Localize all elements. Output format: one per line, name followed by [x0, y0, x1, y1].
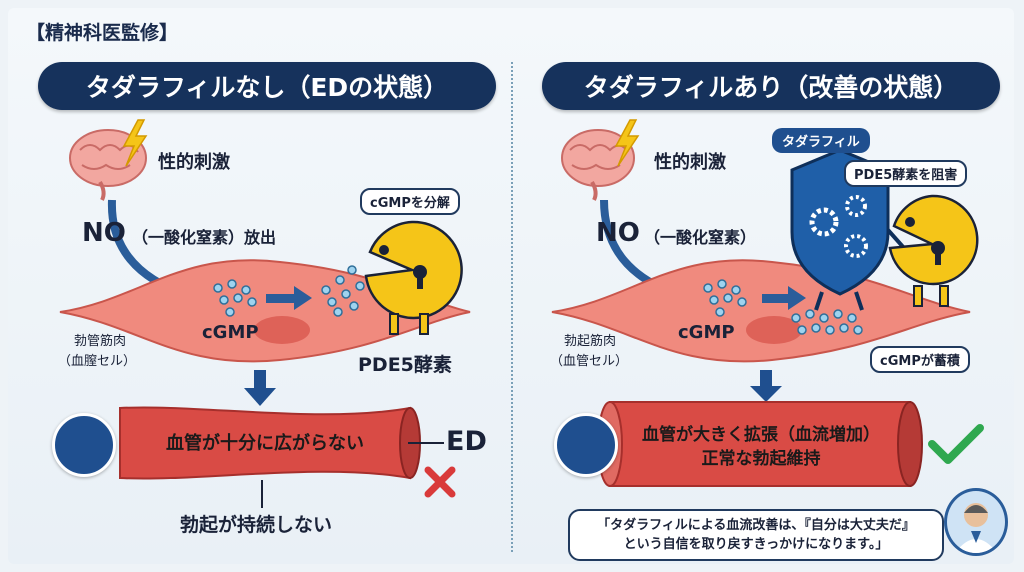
panel-without-tadalafil: タダラフィルなし（EDの状態）	[38, 62, 496, 536]
right-no-sub: （一酸化窒素）	[644, 228, 757, 247]
left-muscle-label-1: 勃管筋肉	[74, 334, 127, 349]
cgmp-dots	[703, 279, 747, 317]
erection-status-icon	[52, 413, 116, 477]
left-diagram	[59, 119, 471, 508]
left-stimulus-label: 性的刺激	[158, 152, 230, 173]
panel-divider	[511, 62, 513, 552]
right-title: タダラフィルあり（改善の状態）	[542, 62, 1000, 110]
left-pde5-label: PDE5酵素	[358, 354, 452, 376]
left-vessel-text: 血管が十分に広がらない	[166, 433, 364, 454]
right-muscle-label-1: 勃起筋肉	[564, 334, 617, 349]
left-callout-break: cGMPを分解	[360, 188, 460, 215]
right-muscle-label-2: （血管セル）	[550, 354, 629, 369]
accumulated-cgmp-dots	[791, 309, 863, 335]
left-cgmp-label: cGMP	[202, 322, 259, 343]
doctor-quote: 「タダラフィルによる血流改善は、『自分は大丈夫だ』 という自信を取り戻すきっかけ…	[568, 509, 944, 561]
right-stimulus-label: 性的刺激	[654, 152, 726, 173]
supervision-label: 【精神科医監修】	[26, 22, 179, 44]
right-vessel-text-1: 血管が大きく拡張（血流増加）	[642, 425, 880, 445]
quote-line-2: という自信を取り戻すきっかけになります。」	[623, 537, 889, 552]
left-muscle-label-2: （血膣セル）	[58, 354, 137, 369]
doctor-portrait-icon	[955, 503, 997, 553]
left-title: タダラフィルなし（EDの状態）	[38, 62, 496, 110]
tadalafil-tag: タダラフィル	[772, 128, 870, 153]
right-no-main: NO	[596, 218, 640, 248]
right-cgmp-label: cGMP	[678, 322, 735, 343]
left-outcome: 勃起が持続しない	[180, 514, 333, 536]
pde5-pacman-icon	[364, 220, 463, 335]
pde5-pacman-icon	[888, 194, 979, 307]
lightning-icon	[122, 119, 148, 167]
ed-label: ED	[446, 426, 487, 457]
right-callout-accumulate: cGMPが蓄積	[870, 346, 970, 373]
brain-icon	[561, 129, 635, 201]
cgmp-dots	[213, 279, 257, 317]
left-no-sub: （一酸化窒素）放出	[132, 228, 277, 247]
lightning-icon	[614, 119, 640, 167]
muscle-cell-shape	[551, 259, 971, 363]
panel-with-tadalafil: タダラフィルあり（改善の状態）	[512, 0, 1024, 572]
erection-status-icon	[554, 413, 618, 477]
left-no-main: NO	[82, 218, 126, 248]
doctor-avatar	[944, 488, 1008, 556]
right-callout-block: PDE5酵素を阻害	[844, 160, 968, 187]
quote-line-1: 「タダラフィルによる血流改善は、『自分は大丈夫だ』	[597, 517, 915, 533]
right-diagram	[551, 119, 984, 487]
cross-icon	[424, 466, 456, 498]
right-vessel-text-2: 正常な勃起維持	[701, 449, 821, 469]
check-icon	[928, 424, 984, 464]
